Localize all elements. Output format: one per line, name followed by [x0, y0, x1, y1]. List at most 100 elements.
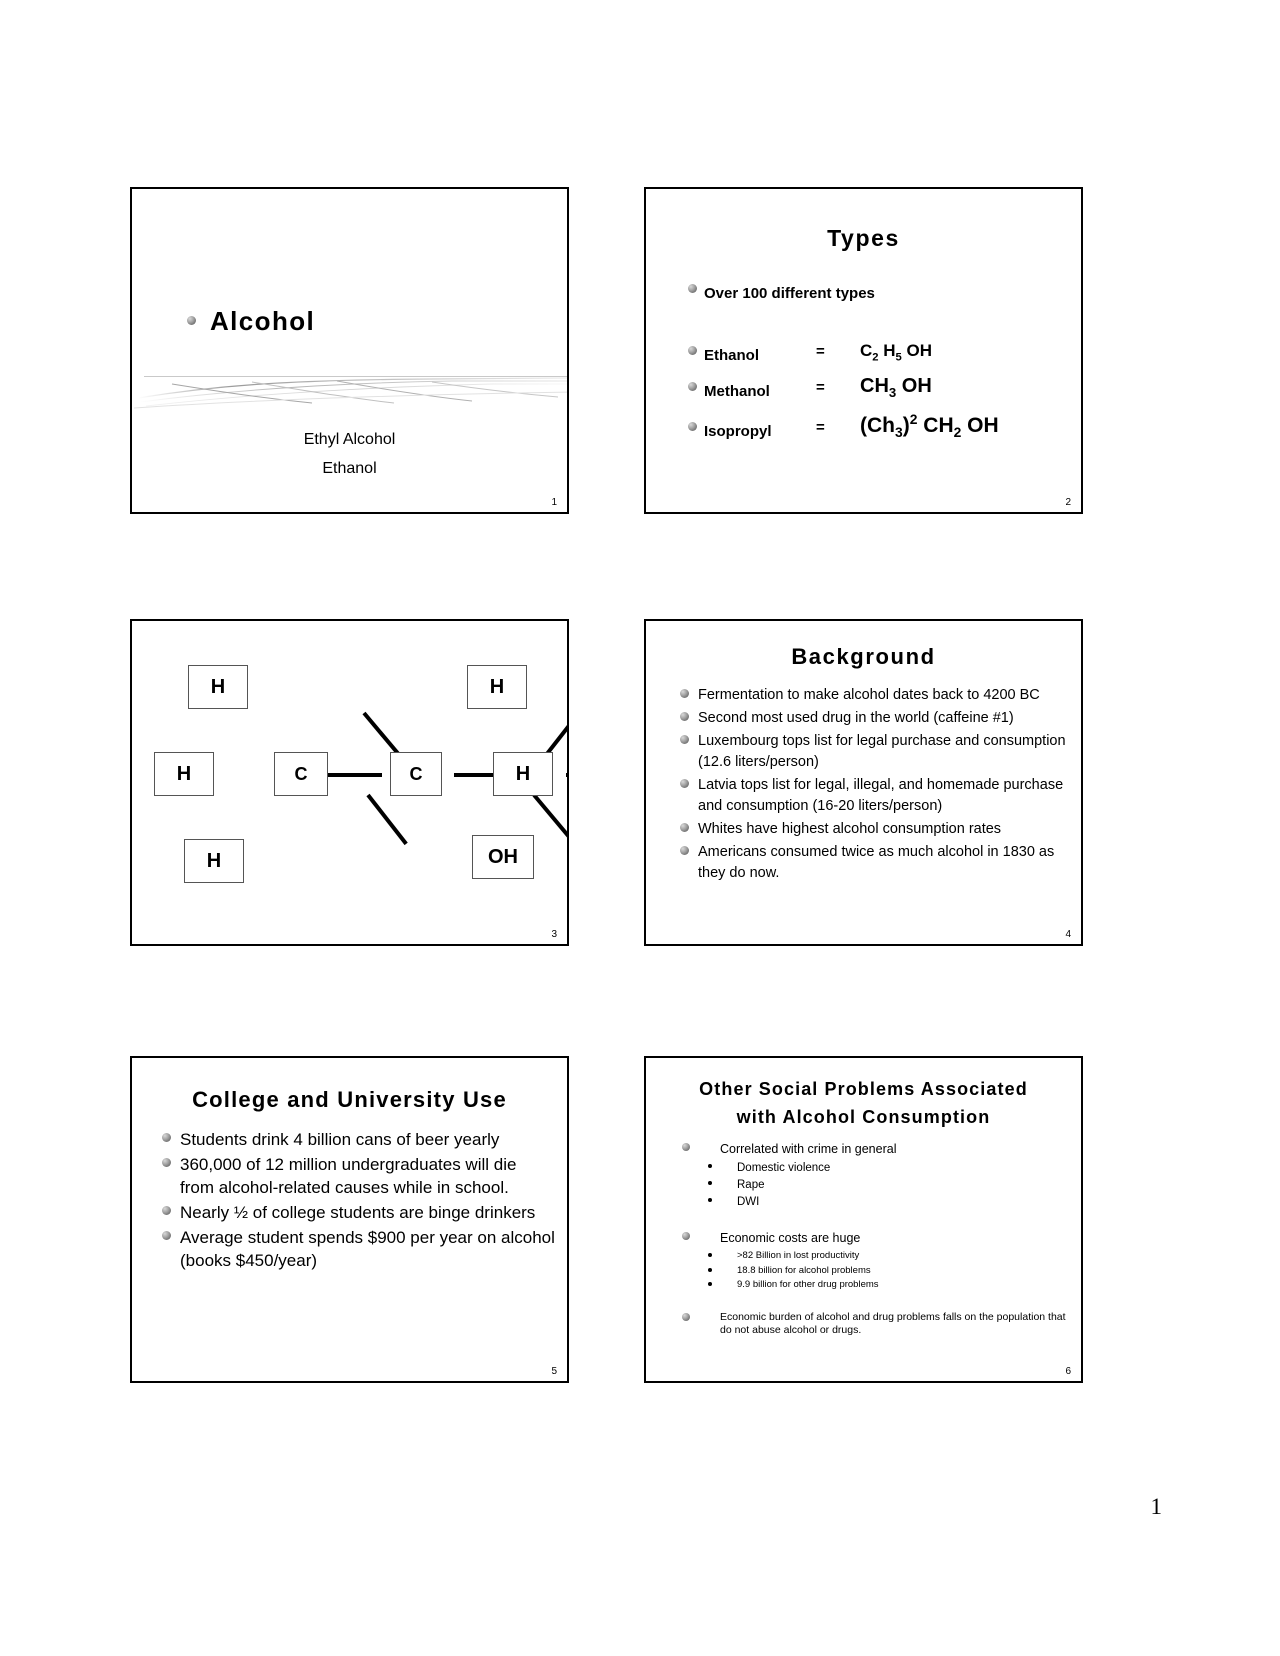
bullet-sphere-icon: [680, 846, 689, 855]
list-item-text: Whites have highest alcohol consumption …: [698, 821, 1002, 837]
bullet-sphere-icon: [680, 735, 689, 744]
equals-sign: =: [816, 419, 825, 436]
group-heading-text: Correlated with crime in general: [720, 1142, 897, 1156]
alcohol-name-text: Isopropyl: [704, 423, 772, 440]
list-item: >82 Billion in lost productivity: [708, 1249, 1071, 1264]
bullet-sphere-icon: [688, 382, 697, 391]
bullet-sphere-icon: [162, 1231, 171, 1240]
list-item-text: Luxembourg tops list for legal purchase …: [698, 733, 1066, 770]
bullet-dot-icon: [708, 1164, 712, 1168]
atom-h-top-left: H: [188, 665, 248, 709]
list-item: Students drink 4 billion cans of beer ye…: [162, 1128, 555, 1151]
alcohol-name-cell: Ethanol: [688, 346, 816, 364]
slide-4-background[interactable]: Background Fermentation to make alcohol …: [644, 619, 1083, 946]
slide-number: 2: [1065, 497, 1071, 508]
list-item: Latvia tops list for legal, illegal, and…: [680, 775, 1069, 817]
ethanol-molecule-diagram: H H H C C H H OH: [132, 621, 567, 944]
atom-oh: OH: [472, 835, 534, 879]
list-item-text: Fermentation to make alcohol dates back …: [698, 687, 1040, 703]
bullet-sphere-icon: [187, 316, 196, 325]
list-item-text: DWI: [737, 1196, 760, 1208]
list-item: Second most used drug in the world (caff…: [680, 708, 1069, 729]
slide-5-college-use[interactable]: College and University Use Students drin…: [130, 1056, 569, 1383]
list-item: Luxembourg tops list for legal purchase …: [680, 731, 1069, 773]
atom-label: H: [210, 675, 226, 698]
page-number: 1: [1150, 1494, 1163, 1519]
bullet-sphere-icon: [680, 712, 689, 721]
atom-label: H: [206, 849, 222, 872]
list-item-text: Americans consumed twice as much alcohol…: [698, 844, 1055, 881]
group-heading: Economic costs are huge: [682, 1229, 1071, 1247]
slide-6-social-problems[interactable]: Other Social Problems Associated with Al…: [644, 1056, 1083, 1383]
slide-2-formula-table: Ethanol = C2 H5 OH Methanol = CH3 OH Iso…: [688, 341, 1058, 451]
atom-label: H: [489, 675, 505, 698]
slide-5-bullet-list: Students drink 4 billion cans of beer ye…: [162, 1128, 555, 1274]
slide-1-title-text: Alcohol: [210, 306, 316, 336]
bullet-dot-icon: [708, 1181, 712, 1185]
list-item-text: Rape: [737, 1179, 765, 1191]
bullet-sphere-icon: [162, 1206, 171, 1215]
atom-c-right: C: [390, 752, 442, 796]
group-heading-text: Economic costs are huge: [720, 1231, 861, 1245]
slide-6-title: Other Social Problems Associated with Al…: [656, 1075, 1071, 1131]
list-item: DWI: [708, 1194, 1071, 1211]
slide-5-title: College and University Use: [192, 1087, 507, 1112]
atom-c-left: C: [274, 752, 328, 796]
slide-2-types[interactable]: Types Over 100 different types Ethanol =…: [644, 187, 1083, 514]
list-item: 18.8 billion for alcohol problems: [708, 1264, 1071, 1279]
slide-2-title: Types: [827, 225, 900, 251]
slide-6-closing-bullet: Economic burden of alcohol and drug prob…: [682, 1311, 1071, 1338]
slide-6-body: Correlated with crime in general Domesti…: [682, 1140, 1071, 1338]
bullet-sphere-icon: [162, 1133, 171, 1142]
list-item: Rape: [708, 1177, 1071, 1194]
chemical-formula: CH3 OH: [860, 375, 932, 400]
slide-3-molecular-structure[interactable]: H H H C C H H OH 3: [130, 619, 569, 946]
list-item: Average student spends $900 per year on …: [162, 1226, 555, 1272]
bullet-sphere-icon: [688, 422, 697, 431]
sub-bullet-list: >82 Billion in lost productivity 18.8 bi…: [682, 1249, 1071, 1293]
list-item-text: Second most used drug in the world (caff…: [698, 710, 1014, 726]
list-item-text: Average student spends $900 per year on …: [180, 1228, 555, 1270]
list-item: 360,000 of 12 million undergraduates wil…: [162, 1153, 555, 1199]
atom-label: C: [409, 763, 423, 784]
sub-bullet-list: Domestic violence Rape DWI: [682, 1160, 1071, 1211]
list-item-text: >82 Billion in lost productivity: [737, 1250, 860, 1261]
bullet-sphere-icon: [682, 1143, 690, 1151]
atom-h-bottom-left: H: [184, 839, 244, 883]
slide-1-subtitle: Ethyl Alcohol Ethanol: [132, 425, 567, 483]
slide-6-group-crime: Correlated with crime in general Domesti…: [682, 1140, 1071, 1211]
slide-6-title-line-2: with Alcohol Consumption: [736, 1107, 991, 1127]
atom-label: H: [515, 762, 531, 785]
table-row: Methanol = CH3 OH: [688, 375, 1058, 400]
list-item-text: Students drink 4 billion cans of beer ye…: [180, 1130, 500, 1149]
bullet-sphere-icon: [682, 1312, 690, 1321]
bullet-sphere-icon: [688, 346, 697, 355]
list-item: Fermentation to make alcohol dates back …: [680, 685, 1069, 706]
atom-label: OH: [488, 845, 518, 868]
list-item-text: 18.8 billion for alcohol problems: [737, 1264, 871, 1276]
bond-h-left-to-c-left: [324, 773, 382, 777]
bond-c-left-to-c-right: [454, 773, 522, 777]
bullet-sphere-icon: [680, 689, 689, 698]
equals-sign: =: [816, 379, 825, 396]
atom-label: H: [176, 762, 192, 785]
bond-c-right-to-h-right: [566, 773, 567, 777]
list-item-text: Domestic violence: [737, 1162, 831, 1174]
bond-h-bottomleft-to-c-left: [366, 793, 408, 846]
list-item: Whites have highest alcohol consumption …: [680, 819, 1069, 840]
bullet-sphere-icon: [680, 779, 689, 788]
slide-1-subtitle-line-2: Ethanol: [322, 460, 377, 477]
bullet-sphere-icon: [680, 823, 689, 832]
alcohol-name-cell: Isopropyl: [688, 422, 816, 440]
alcohol-name-text: Ethanol: [704, 347, 759, 364]
equals-sign: =: [816, 343, 825, 360]
atom-label: C: [294, 763, 308, 784]
bullet-sphere-icon: [162, 1158, 171, 1167]
table-row: Isopropyl = (Ch3)2 CH2 OH: [688, 411, 1058, 440]
slide-6-group-economic: Economic costs are huge >82 Billion in l…: [682, 1229, 1071, 1293]
slide-number: 5: [551, 1366, 557, 1377]
closing-text: Economic burden of alcohol and drug prob…: [720, 1310, 1066, 1337]
slide-1-title[interactable]: Alcohol: [130, 187, 569, 514]
alcohol-name-cell: Methanol: [688, 382, 816, 400]
slide-4-title: Background: [791, 644, 936, 669]
